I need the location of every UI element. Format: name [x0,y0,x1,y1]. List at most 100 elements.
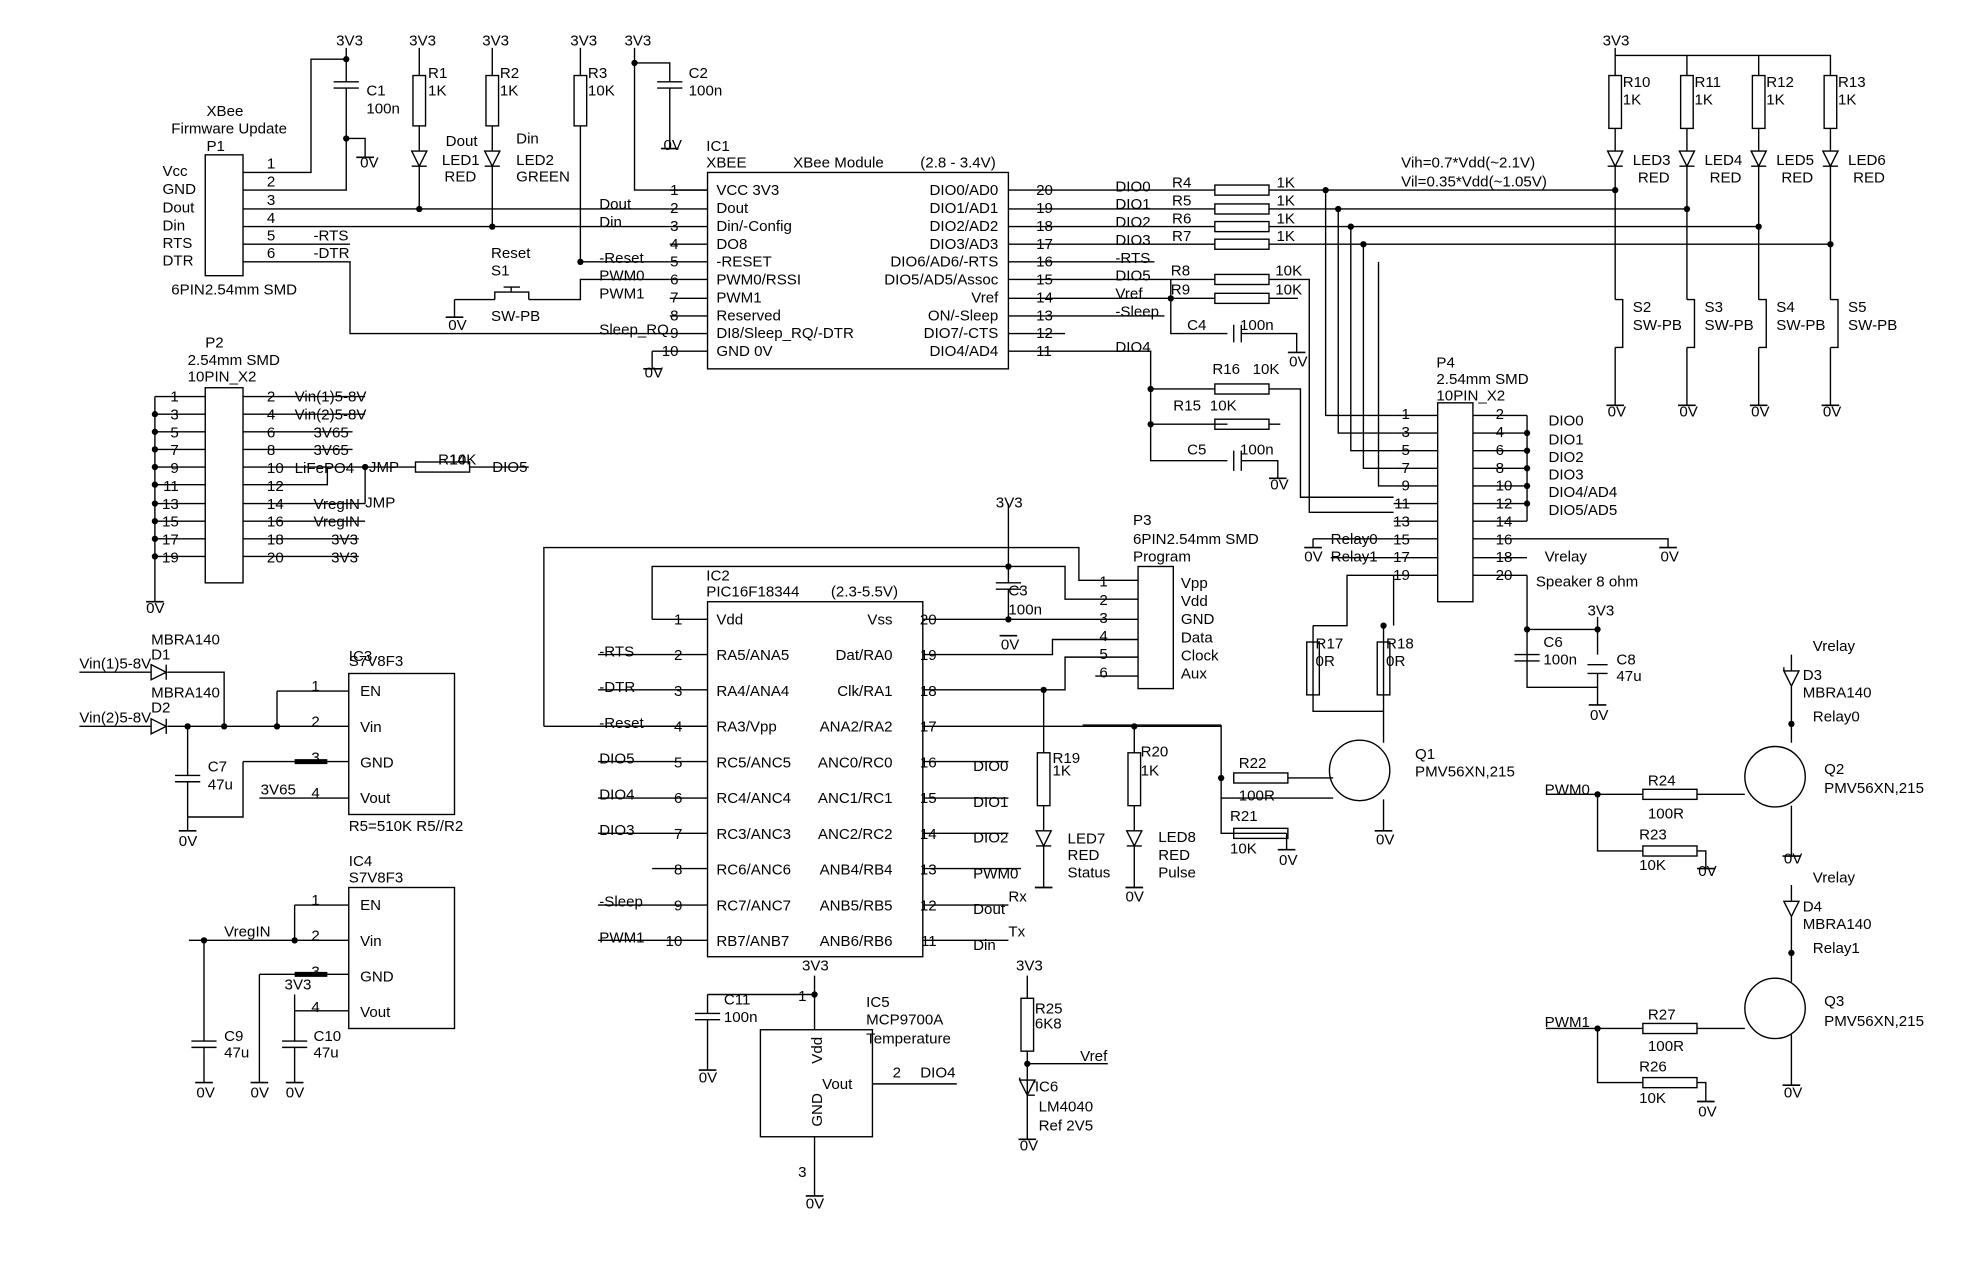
q3-part: PMV56XN,215 [1824,1013,1924,1030]
p2-pin-number: 13 [162,496,179,513]
net-label: -RTS [314,227,349,244]
r2-ref: R2 [500,65,519,82]
r4-7-value: 1K [1277,175,1295,192]
ic2-pin-number: 15 [920,790,937,807]
ic1-pin-number: 1 [670,182,678,199]
rail-3v3-c3: 3V3 [996,494,1023,511]
p2-pin-number: 2 [267,389,275,406]
ic2-part: PIC16F18344 [706,584,799,601]
c3-ref: C3 [1008,582,1027,599]
p2-jmp-1: JMP [369,459,399,476]
p3-pin-name: Vdd [1181,593,1208,610]
led3-6-ref: LED3 [1633,152,1671,169]
ic2-pin-name: RC5/ANC5 [716,754,791,771]
gnd-label: 0V [1125,888,1143,905]
ic1-pin-number: 2 [670,200,678,217]
r4-7-ref: R4 [1172,175,1191,192]
rail-3v3-right: 3V3 [1603,32,1630,49]
r20-value: 1K [1141,762,1159,779]
ic4-pin-number: 2 [311,928,319,945]
p2-net: 3V3 [331,532,358,549]
p4-pin-number: 11 [1394,496,1410,513]
ic2-net-label: PWM1 [599,929,644,946]
p2-net: 3V3 [331,549,358,566]
ic5-pin1: 1 [798,988,806,1005]
ic5-gnd: GND [809,1093,826,1127]
ic2-pin-number: 7 [674,826,682,843]
ic1-pin-name: DIO6/AD6/-RTS [890,254,998,271]
gnd-label: 0V [1698,1104,1716,1121]
ic1-net-label: PWM0 [599,268,644,285]
p2-pin-number: 16 [267,514,284,531]
led8-ref: LED8 [1158,829,1196,846]
p2-pin-number: 15 [162,514,179,531]
r9-value: 10K [1275,282,1302,299]
ic6-part: LM4040 [1039,1099,1094,1116]
gnd-label: 0V [1270,477,1288,494]
ic5-vdd: Vdd [809,1037,826,1064]
p4-pin-number: 5 [1402,442,1410,459]
gnd-label: 0V [1279,852,1297,869]
ic5-part: MCP9700A [866,1012,944,1029]
rail-3v3-r1: 3V3 [409,32,436,49]
p2-type: 10PIN_X2 [188,368,257,385]
p4-relay1: Relay1 [1331,548,1378,565]
ic1-name: XBee Module [793,154,884,171]
c11-value: 100n [724,1009,758,1026]
ic1-pin-name: GND 0V [716,343,772,360]
ic1-pin-number: 16 [1036,254,1053,271]
p1-subtitle: Firmware Update [171,120,287,137]
ic1-pin-name: DO8 [716,236,747,253]
p2-ref: P2 [205,334,223,351]
r23-ref: R23 [1639,827,1667,844]
s1-type: SW-PB [491,308,540,325]
ic2-pin-name: RC4/ANC4 [716,790,791,807]
gnd-label: 0V [146,600,164,617]
p2-pin-number: 11 [163,478,179,495]
p4-pin-number: 16 [1496,531,1513,548]
d4-bottom: Relay1 [1813,940,1860,957]
led2-color: GREEN [516,168,570,185]
gnd-label: 0V [1751,404,1769,421]
ic2-pin-number: 17 [920,719,937,736]
p4-pin-number: 2 [1496,406,1504,423]
r10-13-value: 1K [1766,91,1784,108]
s2-5-ref: S4 [1776,299,1794,316]
p2-jmp-2: JMP [365,494,395,511]
ic1-pin-name: -RESET [716,254,771,271]
ic1-pin-number: 14 [1036,289,1053,306]
ic4-vin-net: VregIN [224,924,270,941]
p4-net: DIO5/AD5 [1548,502,1617,519]
ic1-pin-number: 3 [670,218,678,235]
p4-relay0: Relay0 [1331,531,1378,548]
r1-ref: R1 [428,65,447,82]
d2-net: Vin(2)5-8V [79,710,151,727]
gnd-label: 0V [251,1085,269,1102]
p4-pin-number: 15 [1393,531,1410,548]
ic2-pin-name: ANC0/RC0 [818,754,893,771]
p4-ref: P4 [1436,355,1454,372]
p4-pin-number: 13 [1393,513,1410,530]
ic2-pin-number: 3 [674,683,682,700]
c3-value: 100n [1008,601,1042,618]
p1-signal: Dout [162,200,195,217]
p2-pin-number: 18 [267,532,284,549]
p2-pin-number: 4 [267,406,275,423]
ic2-net-label: Din [973,937,996,954]
p2-pin-number: 20 [267,549,284,566]
ic2-range: (2.3-5.5V) [831,584,898,601]
ic6-ref: IC6 [1035,1078,1059,1095]
ic3-pin-name: GND [360,754,394,771]
ic3-pin-name: EN [360,683,381,700]
ic3-pin-number: 1 [311,678,319,695]
c6-value: 100n [1543,652,1577,669]
r2-value: 1K [500,83,518,100]
ic1-net-label: Din [599,214,622,231]
ic2-pin-number: 19 [920,647,937,664]
c2-value: 100n [689,83,723,100]
gnd-label: 0V [1608,404,1626,421]
ic1-pin-name: DIO5/AD5/Assoc [884,272,999,289]
ic1-pin-name: Reserved [716,307,781,324]
gnd-label: 0V [806,1196,824,1213]
p2-pin-number: 10 [267,460,284,477]
